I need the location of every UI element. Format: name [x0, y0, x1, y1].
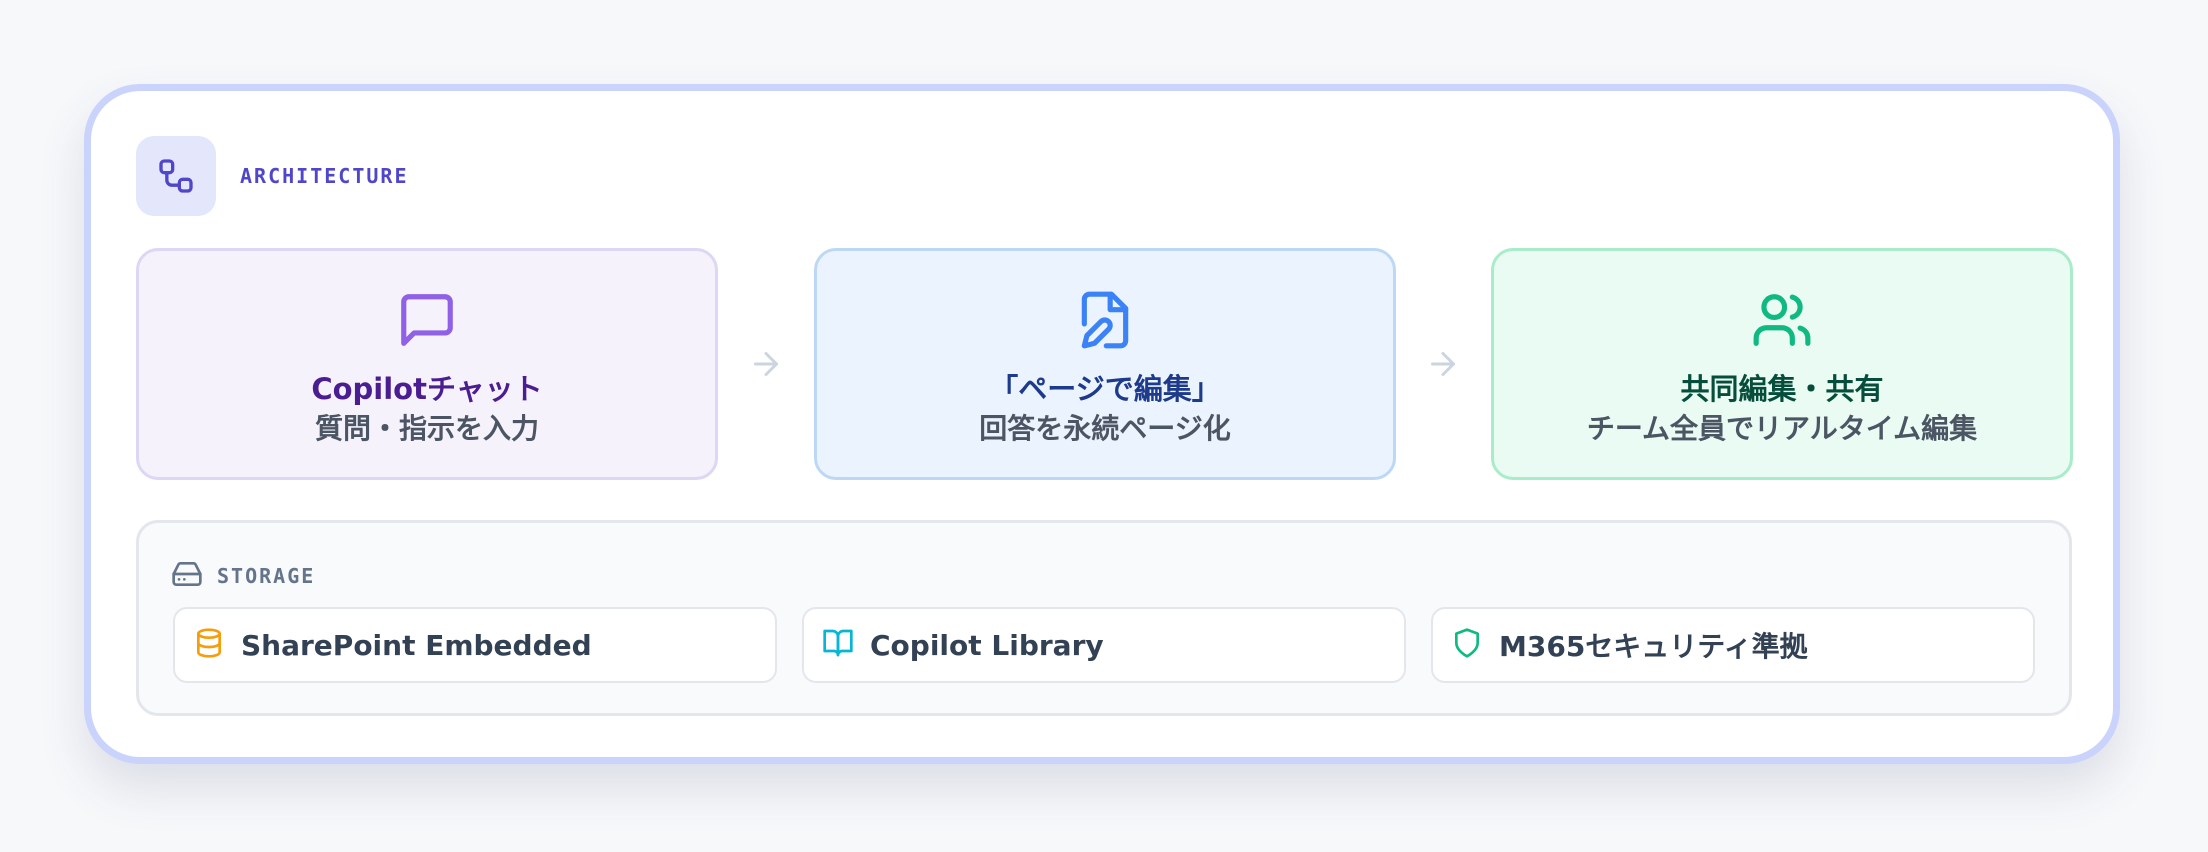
shield-icon — [1451, 627, 1483, 663]
storage-item-label: Copilot Library — [870, 628, 1104, 662]
chat-bubble-icon — [396, 289, 458, 351]
step-copilot-chat: Copilotチャット 質問・指示を入力 — [136, 248, 718, 480]
arrow-right-icon — [1423, 344, 1463, 384]
architecture-label: ARCHITECTURE — [240, 164, 409, 188]
step-title: 「ページで編集」 — [989, 372, 1221, 406]
file-edit-icon — [1074, 289, 1136, 351]
storage-header: STORAGE — [171, 559, 315, 593]
storage-item-sharepoint: SharePoint Embedded — [173, 607, 777, 683]
step-description: 質問・指示を入力 — [314, 412, 539, 445]
step-description: チーム全員でリアルタイム編集 — [1586, 412, 1978, 445]
database-icon — [193, 627, 225, 663]
storage-panel: STORAGE SharePoint Embedded Copilot Libr… — [136, 520, 2072, 716]
storage-item-label: M365セキュリティ準拠 — [1499, 630, 1808, 663]
step-page-edit: 「ページで編集」 回答を永続ページ化 — [814, 248, 1396, 480]
storage-item-label: SharePoint Embedded — [241, 628, 592, 662]
architecture-icon — [136, 136, 216, 216]
hard-drive-icon — [171, 558, 203, 594]
storage-item-security: M365セキュリティ準拠 — [1431, 607, 2035, 683]
book-open-icon — [822, 627, 854, 663]
arrow-right-icon — [746, 344, 786, 384]
users-icon — [1751, 289, 1813, 351]
step-title: Copilotチャット — [311, 372, 543, 406]
architecture-header: ARCHITECTURE — [136, 136, 409, 216]
storage-item-copilot-library: Copilot Library — [802, 607, 1406, 683]
storage-label: STORAGE — [217, 564, 316, 588]
step-description: 回答を永続ページ化 — [979, 412, 1231, 445]
step-collaborate: 共同編集・共有 チーム全員でリアルタイム編集 — [1491, 248, 2073, 480]
step-title: 共同編集・共有 — [1680, 372, 1884, 406]
